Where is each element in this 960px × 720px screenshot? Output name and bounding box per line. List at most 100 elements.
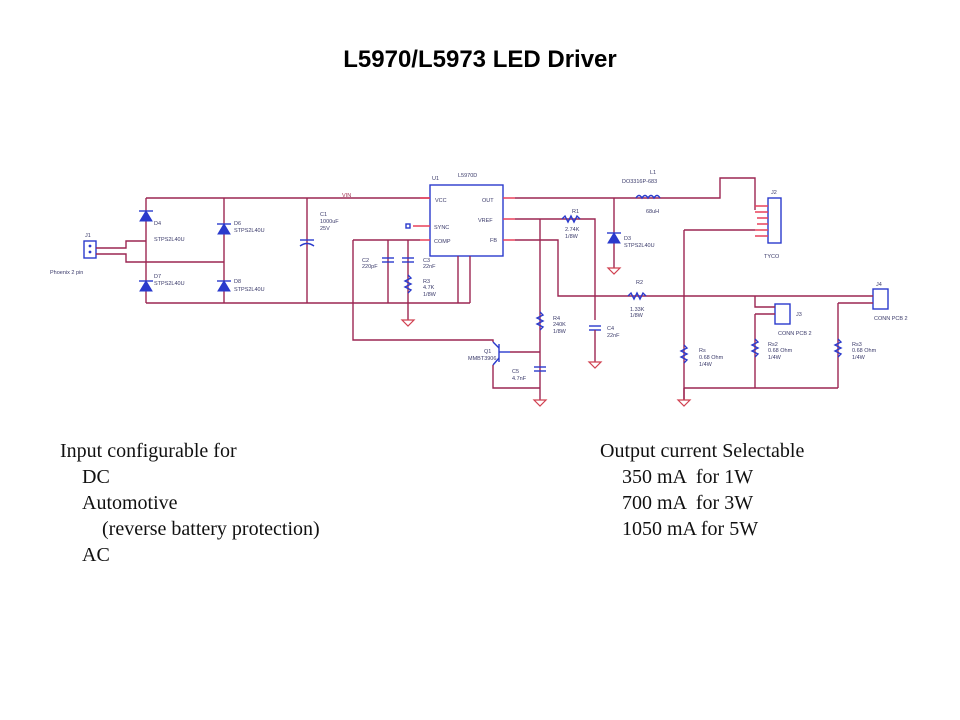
svg-text:SYNC: SYNC (434, 225, 449, 231)
svg-text:1/8W: 1/8W (630, 313, 644, 319)
svg-text:STPS2L40U: STPS2L40U (154, 237, 185, 243)
led-driver-schematic: J1 Phoenix 2 pin D4 STPS2L40U D7 STPS2L4… (50, 170, 908, 407)
svg-text:TYCO: TYCO (764, 254, 780, 260)
svg-text:C4: C4 (607, 326, 614, 332)
capacitor-c4: C4 22nF (589, 325, 620, 339)
resistor-r3: R3 4.7K 1/8W (403, 274, 437, 298)
svg-text:D3: D3 (624, 236, 631, 242)
svg-text:L1: L1 (650, 170, 656, 176)
svg-text:Q1: Q1 (484, 349, 491, 355)
resistor-r1: R1 2.74K 1/8W (561, 209, 581, 240)
diode-d3: D3 STPS2L40U (607, 232, 655, 249)
svg-text:J2: J2 (771, 190, 777, 196)
resistor-r2: R2 1.33K 1/8W (627, 280, 647, 319)
diode-d7: D7 STPS2L40U (139, 274, 185, 292)
resistor-rs2: Rs2 0.68 Ohm 1/4W (750, 338, 793, 361)
svg-text:FB: FB (490, 238, 497, 244)
svg-text:J3: J3 (796, 312, 802, 318)
svg-text:1/8W: 1/8W (565, 234, 579, 240)
input-notes-heading: Input configurable for (60, 440, 237, 462)
svg-text:Rs: Rs (699, 348, 706, 354)
svg-text:OUT: OUT (482, 198, 494, 204)
j1-ref: J1 (85, 233, 91, 239)
resistor-rs3: Rs3 0.68 Ohm 1/4W (833, 338, 877, 361)
ground-symbol (400, 319, 416, 327)
page-title: L5970/L5973 LED Driver (343, 46, 617, 73)
svg-text:68uH: 68uH (646, 209, 659, 215)
capacitor-c2: C2 220pF (362, 257, 394, 270)
svg-text:J4: J4 (876, 282, 882, 288)
svg-text:1000uF: 1000uF (320, 219, 339, 225)
svg-text:2.74K: 2.74K (565, 227, 580, 233)
svg-text:STPS2L40U: STPS2L40U (234, 287, 265, 293)
input-notes: Input configurable for DC Automotive (re… (60, 438, 320, 568)
diode-d4: D4 STPS2L40U (139, 210, 185, 243)
svg-text:25V: 25V (320, 226, 330, 232)
svg-text:D6: D6 (234, 221, 241, 227)
net-vin: VIN (342, 193, 351, 199)
svg-text:22nF: 22nF (423, 264, 436, 270)
svg-text:VCC: VCC (435, 198, 447, 204)
transistor-q1: Q1 MMBT3906 (468, 341, 510, 366)
input-option-note: (reverse battery protection) (102, 518, 320, 540)
svg-text:D7: D7 (154, 274, 161, 280)
svg-text:STPS2L40U: STPS2L40U (154, 281, 185, 287)
svg-text:VREF: VREF (478, 218, 493, 224)
svg-text:C5: C5 (512, 369, 519, 375)
output-notes-heading: Output current Selectable (600, 440, 805, 462)
ic-u1: U1 L5970D VCC SYNC COMP OUT VREF FB (429, 173, 504, 257)
input-option: Automotive (82, 492, 178, 514)
capacitor-c5: C5 4.7nF (512, 366, 546, 382)
connector-j2: J2 TYCO (764, 190, 782, 260)
svg-text:R1: R1 (572, 209, 579, 215)
output-notes: Output current Selectable 350 mA for 1W … (600, 438, 804, 542)
svg-text:C3: C3 (423, 258, 430, 264)
svg-text:C2: C2 (362, 258, 369, 264)
svg-text:Rs3: Rs3 (852, 342, 862, 348)
diode-d6: D6 STPS2L40U (217, 221, 265, 235)
svg-text:COMP: COMP (434, 239, 451, 245)
svg-text:R2: R2 (636, 280, 643, 286)
connector-j3: J3 CONN PCB 2 (774, 303, 812, 337)
resistor-r4: R4 240K 1/8W (535, 311, 567, 335)
j1-label: Phoenix 2 pin (50, 270, 83, 276)
svg-text:CONN PCB 2: CONN PCB 2 (778, 331, 812, 337)
svg-text:0.68 Ohm: 0.68 Ohm (852, 348, 877, 354)
input-option: AC (82, 544, 110, 566)
connector-j1: J1 Phoenix 2 pin (50, 233, 97, 276)
svg-text:D4: D4 (154, 221, 161, 227)
connector-j4: J4 CONN PCB 2 (872, 282, 908, 322)
svg-text:0.68 Ohm: 0.68 Ohm (768, 348, 793, 354)
svg-text:1.33K: 1.33K (630, 307, 645, 313)
output-option: 1050 mA for 5W (622, 518, 759, 540)
svg-text:CONN PCB 2: CONN PCB 2 (874, 316, 908, 322)
output-option: 700 mA for 3W (622, 492, 754, 514)
svg-text:240K: 240K (553, 322, 566, 328)
svg-text:1/4W: 1/4W (852, 355, 866, 361)
svg-text:22nF: 22nF (607, 333, 620, 339)
capacitor-c1: C1 1000uF 25V (299, 212, 339, 247)
output-option: 350 mA for 1W (622, 466, 754, 488)
svg-text:0.68 Ohm: 0.68 Ohm (699, 355, 724, 361)
svg-text:D8: D8 (234, 279, 241, 285)
svg-text:4.7nF: 4.7nF (512, 376, 527, 382)
svg-text:4.7K: 4.7K (423, 285, 435, 291)
svg-text:1/8W: 1/8W (423, 292, 437, 298)
svg-text:STPS2L40U: STPS2L40U (234, 228, 265, 234)
resistor-rs: Rs 0.68 Ohm 1/4W (679, 344, 724, 368)
svg-text:DO3316P-683: DO3316P-683 (622, 179, 657, 185)
svg-text:1/4W: 1/4W (768, 355, 782, 361)
svg-text:Rs2: Rs2 (768, 342, 778, 348)
diode-d8: D8 STPS2L40U (217, 279, 265, 293)
svg-text:1/8W: 1/8W (553, 329, 567, 335)
svg-text:C1: C1 (320, 212, 327, 218)
svg-text:STPS2L40U: STPS2L40U (624, 243, 655, 249)
svg-text:1/4W: 1/4W (699, 362, 713, 368)
svg-text:220pF: 220pF (362, 264, 378, 270)
svg-text:L5970D: L5970D (458, 173, 477, 179)
svg-text:R4: R4 (553, 316, 560, 322)
input-option: DC (82, 466, 110, 488)
svg-text:U1: U1 (432, 176, 439, 182)
svg-text:MMBT3906: MMBT3906 (468, 356, 496, 362)
svg-text:R3: R3 (423, 279, 430, 285)
